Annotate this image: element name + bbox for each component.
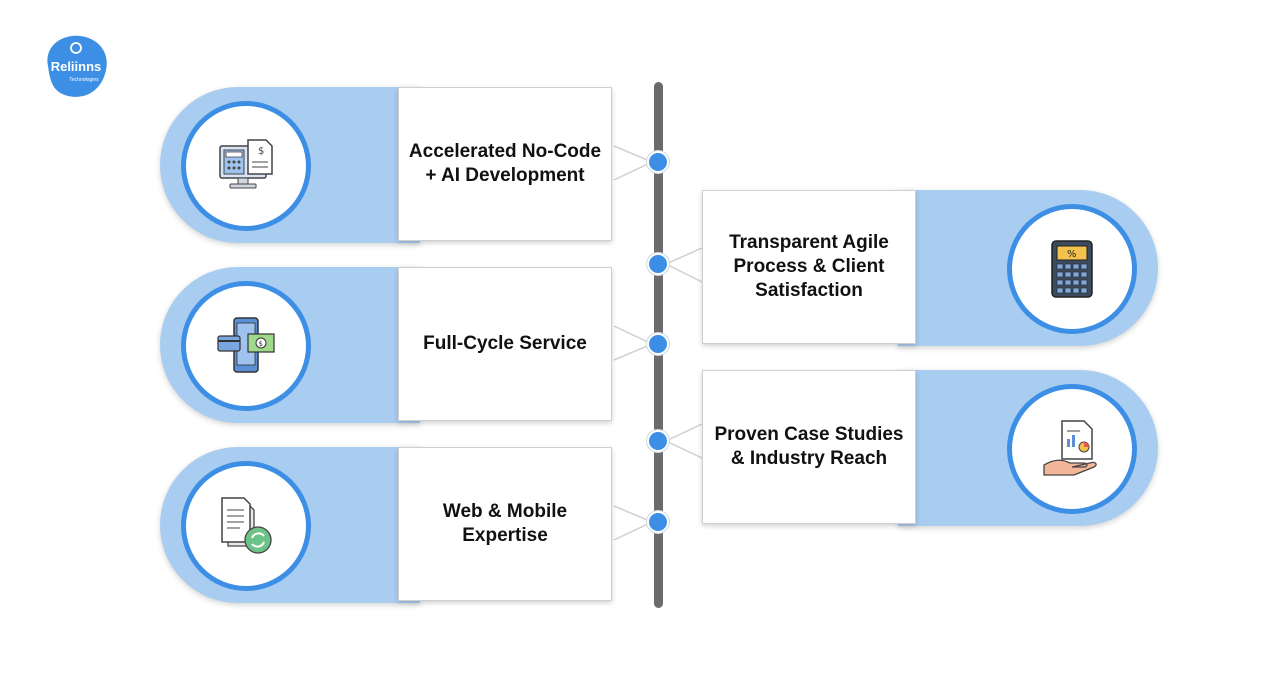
svg-text:$: $ xyxy=(258,146,264,157)
item-label: Proven Case Studies & Industry Reach xyxy=(702,370,916,524)
item-label: Full-Cycle Service xyxy=(398,267,612,421)
timeline-dot xyxy=(647,511,669,533)
logo-subtext: Technologies xyxy=(69,77,99,83)
svg-text:$: $ xyxy=(259,340,263,348)
svg-text:%: % xyxy=(1067,249,1077,260)
timeline-dot xyxy=(647,333,669,355)
timeline-dot xyxy=(647,151,669,173)
document-sync-icon xyxy=(221,497,272,554)
icon-ring xyxy=(1007,384,1137,514)
timeline-dot xyxy=(647,253,669,275)
item-label: Accelerated No-Code + AI Development xyxy=(398,87,612,241)
logo-text: Reliinns xyxy=(51,59,102,74)
icon-ring: $ xyxy=(181,101,311,231)
timeline-item: $ Accelerated No-Code + AI Development xyxy=(160,87,614,243)
item-label: Web & Mobile Expertise xyxy=(398,447,612,601)
timeline-dot xyxy=(647,430,669,452)
calculator-icon: % xyxy=(1051,240,1093,298)
icon-ring xyxy=(181,461,311,591)
company-logo: Reliinns Technologies xyxy=(40,30,112,102)
report-hand-icon xyxy=(1043,420,1097,476)
timeline-item: $ Full-Cycle Service xyxy=(160,267,614,423)
timeline-item: Proven Case Studies & Industry Reach xyxy=(702,370,1158,526)
icon-ring: % xyxy=(1007,204,1137,334)
timeline-item: Web & Mobile Expertise xyxy=(160,447,614,603)
icon-ring: $ xyxy=(181,281,311,411)
item-label: Transparent Agile Process & Client Satis… xyxy=(702,190,916,344)
timeline-item: % Transparent Agile Process & Client Sat… xyxy=(702,190,1158,346)
mobile-payment-icon: $ xyxy=(217,317,275,373)
computer-invoice-icon: $ xyxy=(219,139,273,189)
